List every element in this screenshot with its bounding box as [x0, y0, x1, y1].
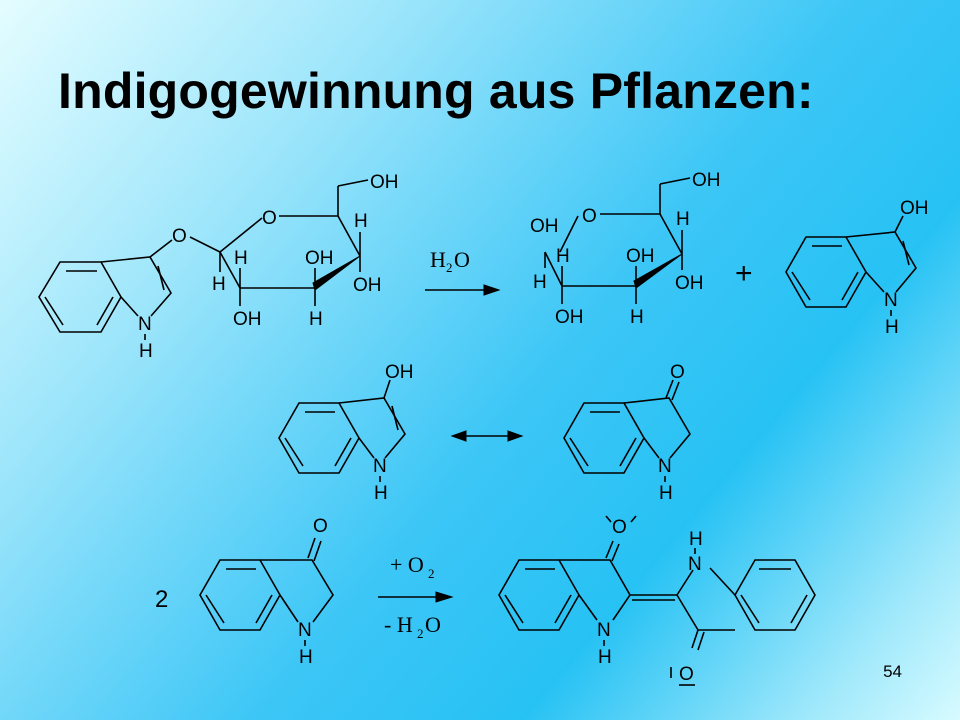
keto-tautomer: O N H: [563, 362, 691, 504]
anomeric-h-label: H: [212, 274, 226, 295]
indigo-left-nh-label: H: [598, 647, 612, 668]
glucose-c3-h-label: H: [630, 307, 644, 328]
indigo-molecule: O N H N H O: [498, 515, 816, 686]
indoxyl-oh-label: OH: [900, 198, 929, 219]
oxidation-arrow: + O 2 - H 2 O: [378, 552, 454, 641]
indican-molecule: N H O O OH H H OH OH: [38, 172, 399, 362]
ch2oh-label: OH: [370, 172, 399, 193]
glucose-c2-h-label: H: [556, 246, 570, 267]
oxidant-label: + O: [390, 552, 424, 577]
indigo-left-n-label: N: [597, 620, 611, 641]
enol-n-label: N: [373, 456, 387, 477]
c3-oh-label: OH: [305, 248, 334, 269]
indigo-bottom-o-label: O: [679, 664, 694, 685]
glucose-c2-oh-label: OH: [555, 307, 584, 328]
enol-tautomer: OH N H: [278, 362, 414, 504]
water-sub-label: 2: [417, 626, 424, 641]
indigo-right-nh-label: H: [689, 529, 703, 550]
keto-n-label: N: [658, 456, 672, 477]
indican-pyrrole-ring: [100, 256, 172, 317]
glucose-c4-oh-label: OH: [675, 273, 704, 294]
hydrolysis-arrow: H 2 O: [425, 247, 501, 296]
c4-oh-label: OH: [353, 275, 382, 296]
glucose-anomeric-oh-label: OH: [530, 216, 559, 237]
water-loss-label: - H: [384, 612, 413, 637]
page-number: 54: [883, 662, 902, 681]
glucose-anomeric-h-label: H: [533, 272, 547, 293]
c4-h-label: H: [354, 211, 368, 232]
indoxyl-n-label: N: [884, 290, 898, 311]
enol-nh-label: H: [374, 483, 388, 504]
glucose-c4-h-label: H: [676, 209, 690, 230]
indican-nh-label: H: [139, 341, 153, 362]
stoichiometric-coefficient: 2: [155, 586, 168, 613]
keto-nh-label: H: [659, 483, 673, 504]
plus-sign: +: [735, 257, 753, 290]
reactant-o-label: O: [313, 516, 328, 537]
glucose-ring-o-label: O: [582, 206, 597, 227]
indoxyl-product: OH N H: [785, 198, 929, 338]
reactant-nh-label: H: [299, 647, 313, 668]
water-o-label: O: [425, 612, 441, 637]
reactant-n-label: N: [298, 620, 312, 641]
glycosidic-o-label: O: [172, 226, 187, 247]
keto-o-label: O: [670, 362, 685, 383]
c2-oh-label: OH: [233, 309, 262, 330]
oxidant-sub-label: 2: [428, 566, 435, 581]
glucose-molecule: O OH OH H H OH OH H H OH: [530, 170, 721, 328]
glucose-ch2oh-label: OH: [692, 170, 721, 191]
indigo-top-o-label: O: [612, 517, 627, 538]
indigo-right-n-label: N: [688, 554, 702, 575]
enol-oh-label: OH: [385, 362, 414, 383]
c3-h-label: H: [309, 309, 323, 330]
wedge-bond: [312, 255, 361, 291]
indolinone-reactant: O N H: [199, 516, 334, 668]
indican-n-label: N: [138, 314, 152, 335]
reagent-sub-label: 2: [446, 260, 453, 275]
indican-benzene-ring: [38, 261, 122, 333]
reagent-o-label: O: [454, 247, 470, 272]
resonance-arrow: [450, 430, 524, 442]
indoxyl-nh-label: H: [885, 317, 899, 338]
slide-title: Indigogewinnung aus Pflanzen:: [58, 63, 814, 119]
reagent-h-label: H: [430, 247, 446, 272]
glucose-c3-oh-label: OH: [626, 246, 655, 267]
c2-h-label: H: [234, 248, 248, 269]
ring-o-label: O: [262, 208, 277, 229]
